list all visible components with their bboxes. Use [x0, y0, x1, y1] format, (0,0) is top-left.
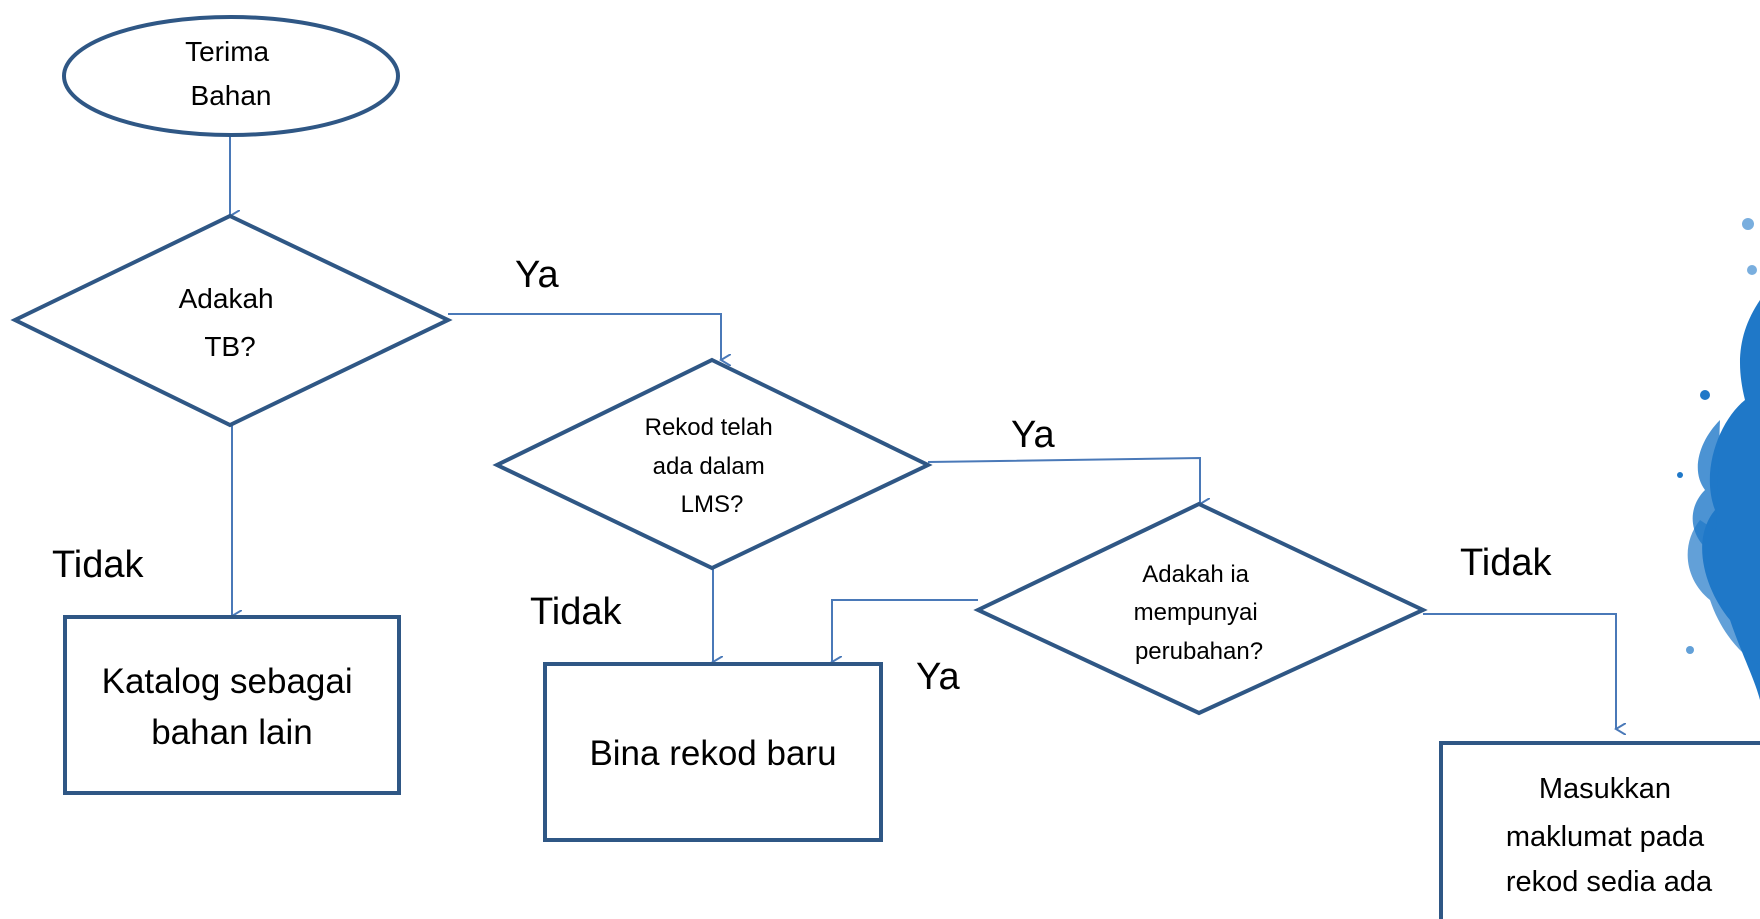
- decision-lms-line-3: LMS?: [681, 491, 744, 518]
- label-decision3-no: Tidak: [1460, 542, 1553, 584]
- decision-tb-line-2: TB?: [204, 331, 255, 362]
- svg-text:Adakah TB?: Adakah TB?: [179, 283, 282, 362]
- connectors: [230, 110, 1616, 729]
- start-line-1: Terima: [185, 36, 269, 67]
- process-existing-line-1: Masukkan: [1539, 773, 1671, 805]
- label-decision1-no: Tidak: [52, 544, 145, 586]
- start-line-2: Bahan: [191, 80, 272, 111]
- process-new-record-line-1: Bina rekod baru: [589, 734, 836, 773]
- connector-decision3-no: [1423, 613, 1616, 729]
- start-node: Terima Bahan: [62, 15, 400, 137]
- decision-lms-line-2: ada dalam: [653, 453, 765, 480]
- connector-decision3-yes: [832, 599, 978, 662]
- decision-lms-line-1: Rekod telah: [645, 414, 773, 441]
- process-node-catalog: Katalog sebagai bahan lain: [63, 615, 401, 795]
- branch-labels: Ya Tidak Ya Tidak Ya Tidak: [52, 254, 1553, 698]
- process-existing-line-2: maklumat pada: [1506, 821, 1705, 853]
- svg-text:Rekod telah ada dalam: Rekod telah ada dalam LMS?: [645, 414, 780, 518]
- process-node-new-record: Bina rekod baru: [543, 662, 883, 842]
- svg-text:Adakah ia mempunyai: Adakah ia mempunyai perubahan?: [1134, 561, 1265, 665]
- decision-changes-line-3: perubahan?: [1135, 638, 1263, 665]
- svg-text:Terima Bahan: Terima Bahan: [185, 36, 277, 111]
- decision-node-tb: Adakah TB?: [10, 213, 453, 428]
- paint-splash-decoration: [1677, 218, 1760, 700]
- process-catalog-line-2: bahan lain: [151, 713, 313, 752]
- decision-changes-line-2: mempunyai: [1134, 599, 1258, 626]
- label-decision2-no: Tidak: [530, 591, 623, 633]
- decision-tb-line-1: Adakah: [179, 283, 274, 314]
- label-decision1-yes: Ya: [515, 254, 560, 296]
- label-decision3-yes: Ya: [916, 656, 961, 698]
- decision-changes-line-1: Adakah ia: [1142, 561, 1249, 588]
- process-catalog-line-1: Katalog sebagai: [102, 662, 353, 701]
- decision-node-lms: Rekod telah ada dalam LMS?: [492, 357, 933, 571]
- connector-decision1-yes: [448, 313, 721, 360]
- process-existing-line-3: rekod sedia ada: [1506, 866, 1713, 898]
- label-decision2-yes: Ya: [1011, 414, 1056, 456]
- process-node-existing-record: Masukkan maklumat pada rekod sedia ada: [1439, 741, 1760, 919]
- svg-text:Bina rekod baru: Bina rekod baru: [589, 734, 836, 773]
- svg-text:Masukkan maklumat pada: Masukkan maklumat pada rekod sedia ada: [1506, 773, 1713, 898]
- svg-text:Katalog sebagai bahan la: Katalog sebagai bahan lain: [102, 662, 363, 752]
- connector-decision2-yes: [927, 456, 1200, 504]
- decision-node-changes: Adakah ia mempunyai perubahan?: [973, 501, 1428, 716]
